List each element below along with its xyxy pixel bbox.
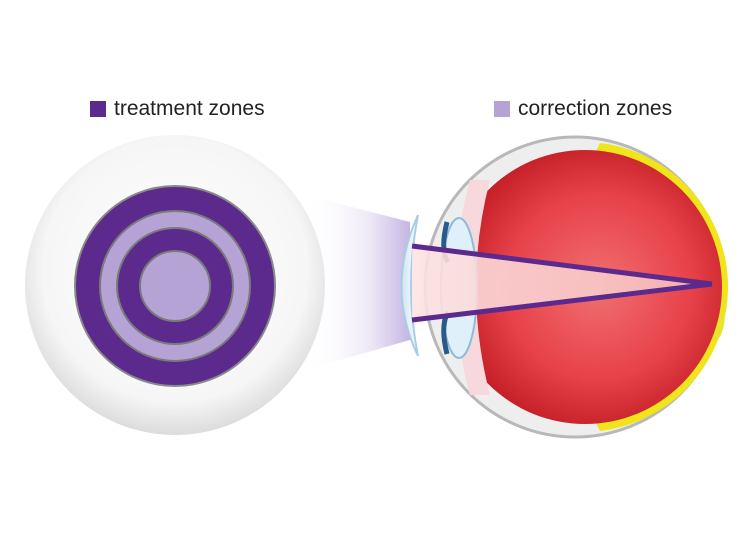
light-cone (305, 195, 410, 370)
cornea (400, 214, 419, 357)
center-correction-zone (139, 250, 211, 322)
legend-correction: correction zones (494, 97, 672, 121)
legend-treatment: treatment zones (90, 97, 265, 121)
lower-ray (411, 281, 713, 323)
upper-ray (411, 243, 713, 287)
contact-lens (25, 135, 325, 435)
eye (400, 135, 728, 439)
treatment-label: treatment zones (114, 97, 265, 120)
correction-label: correction zones (518, 97, 673, 120)
treatment-swatch (90, 101, 106, 117)
correction-swatch (494, 101, 510, 117)
light-beam (412, 248, 712, 318)
